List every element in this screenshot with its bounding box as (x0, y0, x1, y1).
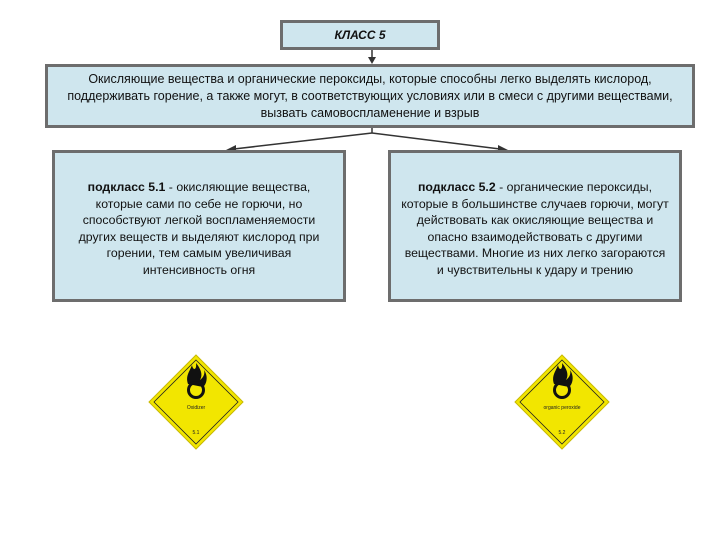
subclass-5-1-box: подкласс 5.1 - окисляющие вещества, кото… (52, 150, 346, 302)
sign-number: 5.1 (193, 430, 200, 436)
class-description: Окисляющие вещества и органические перок… (45, 64, 695, 128)
flame-over-circle-icon (553, 363, 573, 399)
flame-over-circle-icon (187, 363, 207, 399)
oxidizer-hazard-sign: Oxidizer 5.1 (148, 354, 244, 450)
subclass-heading: подкласс 5.2 (417, 180, 496, 194)
sign-label: Oxidizer (187, 405, 206, 411)
subclass-text: - окисляющие вещества, которые сами по с… (78, 180, 320, 277)
class-title: КЛАСС 5 (280, 20, 440, 50)
organic-peroxide-hazard-sign: organic peroxide 5.2 (514, 354, 610, 450)
subclass-heading: подкласс 5.1 (87, 180, 166, 194)
subclass-5-2-box: подкласс 5.2 - органические пероксиды, к… (388, 150, 682, 302)
sign-number: 5.2 (559, 430, 566, 436)
sign-label: organic peroxide (544, 405, 581, 411)
subclass-text: - органические пероксиды, которые в боль… (401, 180, 669, 277)
